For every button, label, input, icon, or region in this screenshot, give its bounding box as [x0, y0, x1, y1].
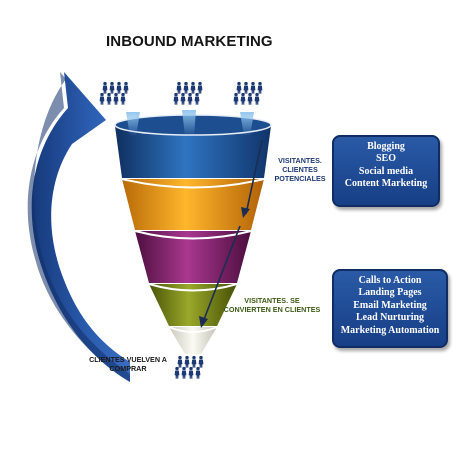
tactic-item: Content Marketing [344, 178, 428, 190]
funnel [114, 114, 272, 354]
return-arrow-icon [27, 72, 131, 382]
tactics-box-attract: Blogging SEO Social media Content Market… [332, 135, 440, 207]
people-group-icon [100, 82, 129, 105]
tactic-item: Marketing Automation [340, 324, 440, 336]
tactic-item: Lead Nurturing [355, 312, 425, 324]
funnel-segment-purple [135, 231, 251, 283]
tactic-item: Blogging [367, 141, 405, 152]
process-arrow-icon [199, 139, 263, 328]
tactic-item: SEO [375, 153, 396, 165]
funnel-segment-olive [149, 284, 237, 326]
tactic-item: Calls to Action [358, 275, 422, 286]
label-visitors-potential: VISITANTES. CLIENTES POTENCIALES [274, 156, 326, 183]
tactic-item: Email Marketing [353, 299, 427, 311]
people-group-icon [234, 82, 263, 105]
tactic-item: Social media [358, 165, 414, 177]
tactic-item: Landing Pages [358, 287, 422, 299]
down-arrow-icon [126, 110, 254, 136]
funnel-segment-blue [115, 126, 271, 178]
label-visitors-become-clients: VISITANTES. SE CONVIERTEN EN CLIENTES [223, 296, 321, 314]
funnel-segment-tip [169, 327, 217, 354]
funnel-segment-orange [122, 179, 264, 230]
tactics-box-convert: Calls to Action Landing Pages Email Mark… [332, 269, 448, 348]
people-group-icon [175, 356, 204, 379]
people-group-icon [174, 82, 203, 105]
diagram-title: INBOUND MARKETING [106, 33, 273, 50]
label-clients-return: CLIENTES VUELVEN A COMPRAR [89, 355, 167, 373]
